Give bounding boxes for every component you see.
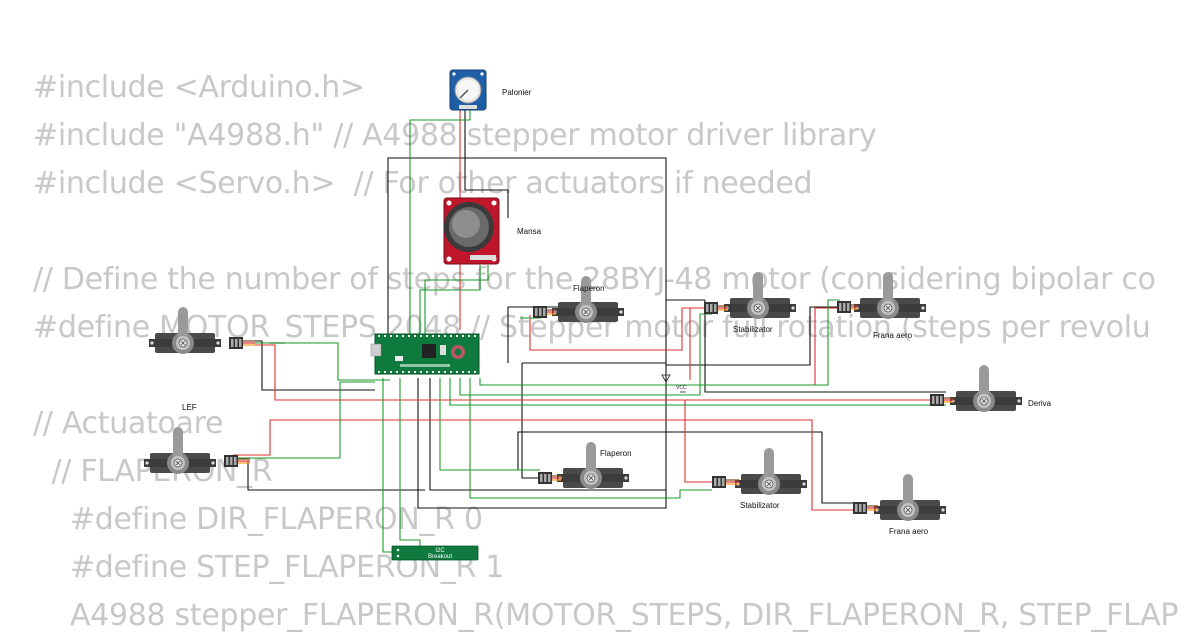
- code-line-include-servo: #include <Servo.h> // For other actuator…: [33, 166, 813, 201]
- servo-stabilizator-bottom[interactable]: [712, 447, 808, 496]
- code-line-actuatoare: // Actuatoare: [33, 406, 224, 441]
- servo-leads: [238, 304, 954, 511]
- servo-flaperon-r[interactable]: [143, 426, 238, 475]
- servo-frana-top[interactable]: [837, 271, 927, 320]
- code-line-step-flaperon: #define STEP_FLAPERON_R 1: [33, 550, 504, 585]
- label-frana-top: Frana aero: [873, 331, 913, 340]
- i2c-breakout[interactable]: [391, 545, 479, 561]
- label-flaperon-bottom: Flaperon: [600, 449, 632, 458]
- label-flaperon-top: Flaperon: [573, 284, 605, 293]
- label-mansa: Mansa: [517, 227, 542, 236]
- label-lef: LEF: [182, 403, 197, 412]
- servo-deriva[interactable]: [930, 364, 1023, 413]
- label-i2c: I2C: [435, 548, 445, 554]
- wires-green: [233, 110, 946, 553]
- code-line-stepper-decl: A4988 stepper_FLAPERON_R(MOTOR_STEPS, DI…: [33, 598, 1179, 633]
- servo-stabilizator-top[interactable]: [704, 271, 797, 320]
- wires-black: [233, 110, 946, 509]
- joystick-mansa[interactable]: [443, 197, 500, 265]
- label-breakout: Breakout: [428, 554, 452, 560]
- pico-pins: [378, 335, 476, 373]
- label-stabilizator-top: Stabilizator: [733, 325, 773, 334]
- label-frana-bottom: Frana aero: [889, 527, 929, 536]
- pico-board[interactable]: [370, 333, 480, 375]
- label-vcc: VCC: [676, 385, 687, 391]
- code-line-include-a4988: #include "A4988.h" // A4988 stepper moto…: [33, 118, 877, 153]
- code-line-define-comment: // Define the number of steps for the 28…: [33, 262, 1156, 297]
- vcc-symbol: [661, 374, 686, 393]
- label-palonier: Palonier: [502, 88, 532, 97]
- potentiometer-palonier[interactable]: [449, 69, 487, 111]
- code-line-dir-flaperon: #define DIR_FLAPERON_R 0: [33, 502, 483, 537]
- code-line-include-arduino: #include <Arduino.h>: [33, 70, 365, 105]
- label-stabilizator-bottom: Stabilizator: [740, 501, 780, 510]
- servo-lef[interactable]: [148, 306, 243, 355]
- label-deriva: Deriva: [1028, 399, 1052, 408]
- servo-frana-bottom[interactable]: [853, 473, 947, 522]
